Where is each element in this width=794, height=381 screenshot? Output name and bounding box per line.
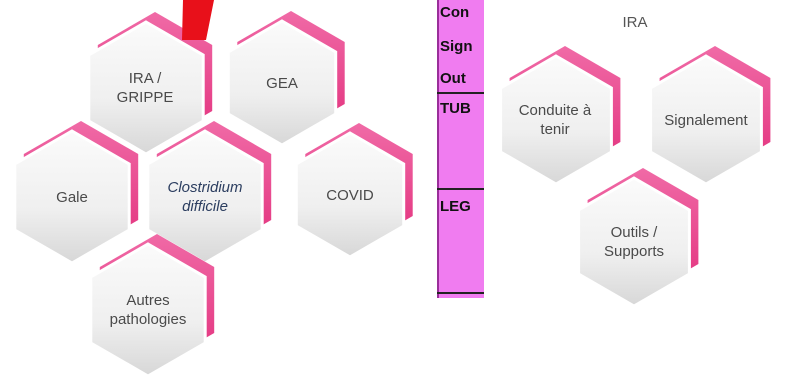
hex-conduite-shape xyxy=(499,54,613,186)
table-fragment-border xyxy=(437,0,439,298)
red-stroke-mark xyxy=(182,0,214,40)
table-row-sign: Sign xyxy=(440,38,473,55)
table-row-con: Con xyxy=(440,4,470,21)
table-row-tub: TUB xyxy=(440,100,471,117)
hex-outils xyxy=(577,168,699,308)
hex-gale xyxy=(13,121,139,265)
hex-signalement-shape xyxy=(649,54,763,186)
hex-outils-shape xyxy=(577,176,691,308)
hex-signalement xyxy=(649,46,771,186)
hex-ira-grippe xyxy=(87,12,213,156)
table-rule-2 xyxy=(437,188,484,190)
hex-gea xyxy=(226,11,345,147)
hex-clostridium xyxy=(146,121,272,265)
hex-covid xyxy=(294,123,413,259)
table-rule-3 xyxy=(437,292,484,294)
table-fragment: Con Sign Out TUB LEG xyxy=(437,0,484,298)
table-rule-1 xyxy=(437,92,484,94)
hex-autres xyxy=(89,234,215,378)
table-row-out: Out xyxy=(440,70,466,87)
table-row-leg: LEG xyxy=(440,198,471,215)
right-cluster-title: IRA xyxy=(622,14,648,31)
hex-gale-shape xyxy=(13,129,131,265)
hex-conduite xyxy=(499,46,621,186)
hex-covid-shape xyxy=(294,131,406,259)
hex-gea-shape xyxy=(226,19,338,147)
hex-ira-grippe-shape xyxy=(87,20,205,156)
